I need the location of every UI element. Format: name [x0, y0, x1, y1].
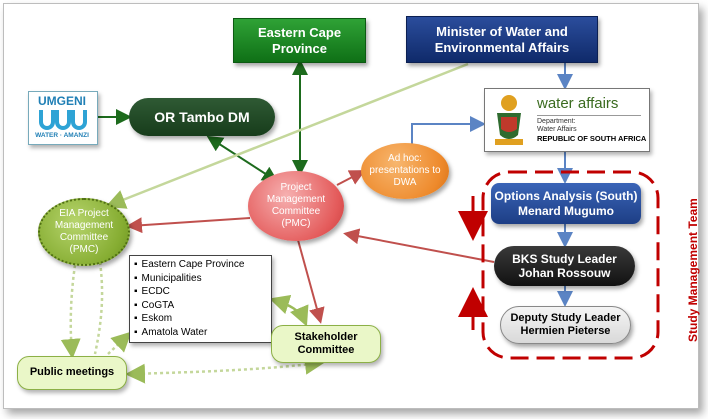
- edge-ortambo-pmc: [206, 135, 279, 183]
- stakeholder-item: CoGTA: [134, 299, 267, 313]
- deputy-study-leader-label: Deputy Study Leader Hermien Pieterse: [510, 311, 621, 337]
- edge-public-list: [107, 331, 132, 355]
- public-meetings-label: Public meetings: [29, 366, 115, 379]
- minister-label: Minister of Water and Environmental Affa…: [434, 23, 570, 55]
- edge-pmc-adhoc: [336, 170, 366, 186]
- pmc-ellipse: Project Management Committee (PMC): [248, 171, 344, 241]
- edge-list-stakeholder: [269, 294, 309, 327]
- bks-study-leader-box: BKS Study Leader Johan Rossouw: [494, 246, 635, 286]
- edge-bks-pmc: [343, 228, 495, 263]
- edge-public-stakeholder: [125, 354, 325, 384]
- study-team-frame: [481, 170, 660, 360]
- deputy-study-leader-box: Deputy Study Leader Hermien Pieterse: [500, 306, 631, 344]
- edge-eia-public-2: [93, 261, 104, 355]
- water-affairs-line2: Water Affairs: [537, 126, 577, 133]
- water-affairs-logo: water affairs Department: Water Affairs …: [484, 88, 650, 152]
- umgeni-logo-sub: WATER · AMANZI: [35, 132, 89, 139]
- coat-of-arms-icon: [495, 95, 523, 145]
- edge-adhoc-dwa: [411, 116, 486, 146]
- minister-box: Minister of Water and Environmental Affa…: [406, 16, 598, 63]
- umgeni-logo: UMGENI WATER · AMANZI: [28, 91, 98, 145]
- study-management-team-label: Study Management Team: [686, 198, 700, 342]
- edge-eia-public: [60, 264, 81, 359]
- water-affairs-line1: Department:: [537, 118, 576, 125]
- options-analysis-box: Options Analysis (South) Menard Mugumo: [491, 183, 641, 224]
- edge-minister-eia: [105, 62, 469, 209]
- eia-pmc-label: EIA Project Management Committee (PMC): [54, 208, 114, 255]
- or-tambo-box: OR Tambo DM: [129, 98, 275, 136]
- stakeholder-item: Eastern Cape Province: [134, 258, 267, 272]
- eastern-cape-box: Eastern Cape Province: [233, 18, 366, 63]
- stakeholder-committee-box: Stakeholder Committee: [271, 325, 381, 363]
- edge-pmc-stakeholder: [297, 239, 325, 324]
- stakeholder-item: Amatola Water: [134, 326, 267, 340]
- umgeni-wave-icon: [39, 110, 87, 130]
- edge-pmc-eia: [126, 217, 251, 234]
- options-analysis-label: Options Analysis (South) Menard Mugumo: [494, 189, 638, 218]
- public-meetings-box: Public meetings: [17, 356, 127, 390]
- or-tambo-label: OR Tambo DM: [154, 108, 250, 125]
- stakeholder-committee-label: Stakeholder Committee: [294, 330, 358, 356]
- adhoc-label: Ad hoc: presentations to DWA: [369, 153, 441, 188]
- pmc-label: Project Management Committee (PMC): [266, 182, 326, 229]
- stakeholder-item: ECDC: [134, 285, 267, 299]
- stakeholder-member-list: Eastern Cape Province Municipalities ECD…: [129, 255, 272, 343]
- eia-pmc-ellipse: EIA Project Management Committee (PMC): [38, 198, 130, 266]
- eastern-cape-label: Eastern Cape Province: [257, 24, 342, 56]
- umgeni-logo-name: UMGENI: [38, 94, 86, 108]
- stakeholder-item: Municipalities: [134, 272, 267, 286]
- stakeholder-item: Eskom: [134, 312, 267, 326]
- water-affairs-title: water affairs: [537, 95, 619, 112]
- adhoc-ellipse: Ad hoc: presentations to DWA: [361, 143, 449, 199]
- water-affairs-line3: REPUBLIC OF SOUTH AFRICA: [537, 134, 647, 143]
- bks-study-leader-label: BKS Study Leader Johan Rossouw: [512, 251, 617, 280]
